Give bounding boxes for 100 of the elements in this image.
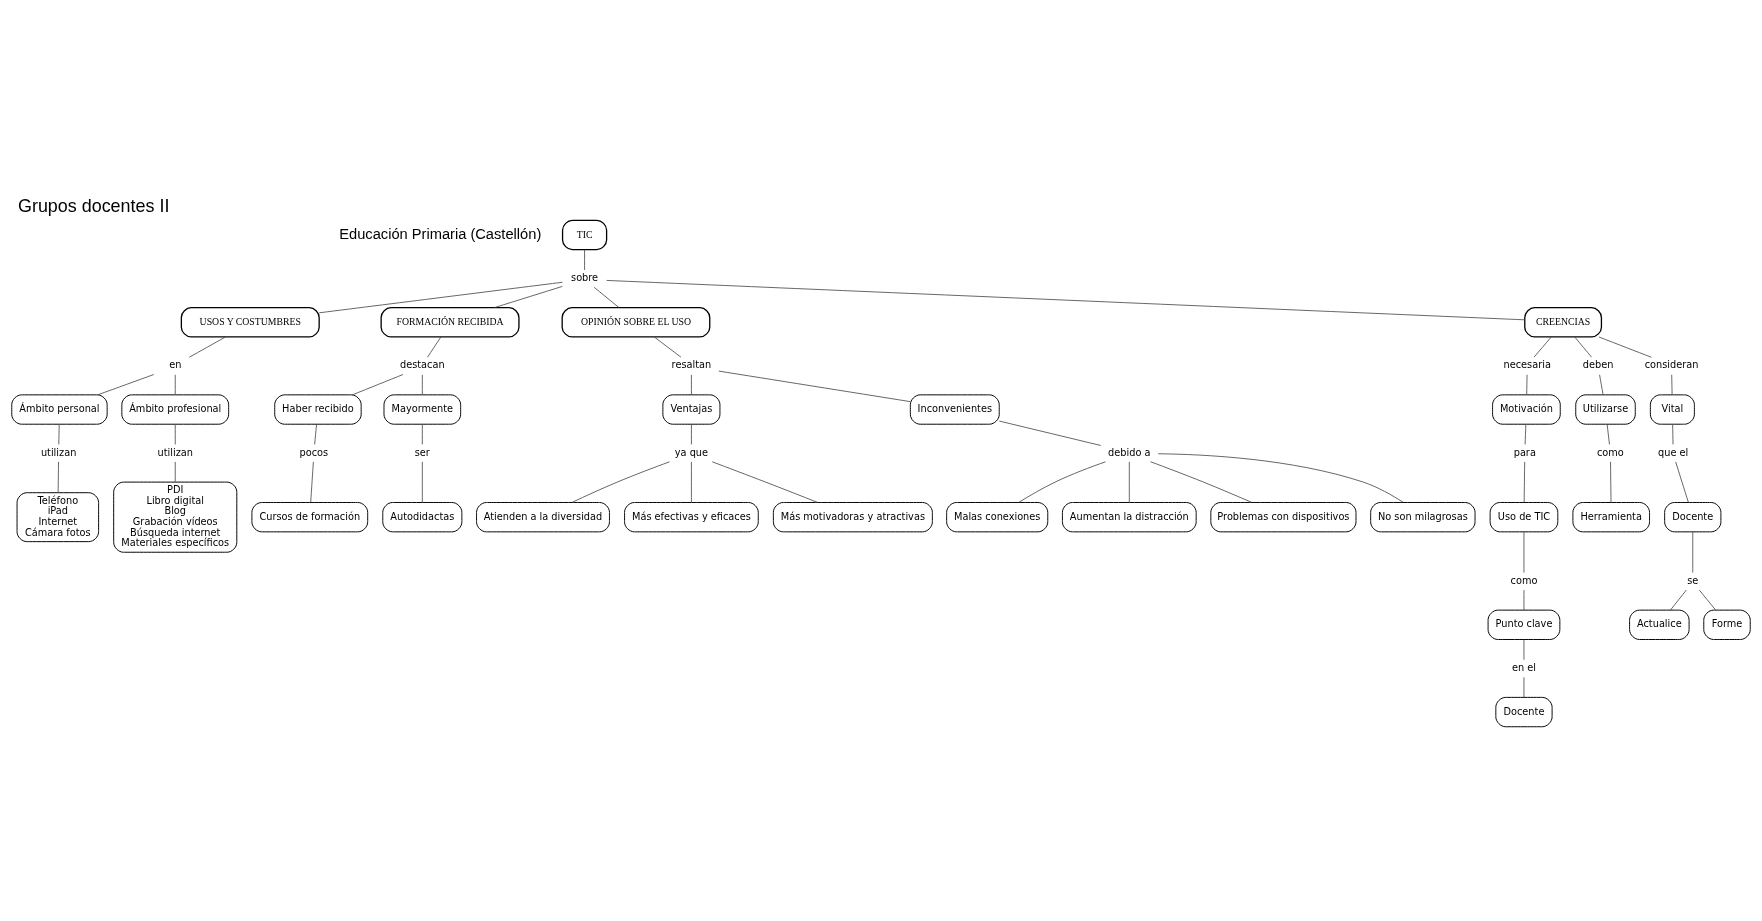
connector	[1533, 336, 1552, 358]
node-box: Inconvenientes	[909, 394, 1000, 425]
node-box: Vital	[1649, 394, 1695, 425]
connector	[1574, 336, 1592, 358]
connector	[494, 286, 563, 308]
connector	[1670, 589, 1687, 611]
node-box: Utilizarse	[1575, 394, 1636, 425]
connector	[174, 461, 176, 483]
node-text: en el	[1511, 661, 1536, 673]
node-box: Atienden a la diversidad	[476, 502, 610, 533]
connector	[174, 374, 176, 396]
connector	[1150, 461, 1253, 503]
label: Educación Primaria (Castellón)	[339, 225, 542, 242]
node-box: Actualice	[1629, 609, 1690, 640]
node-box: Ámbito profesional	[121, 394, 230, 425]
node-box: OPINIÓN SOBRE EL USO	[561, 306, 711, 338]
connector	[691, 374, 692, 396]
connector	[584, 249, 585, 271]
node-text: se	[1687, 574, 1699, 586]
connector	[421, 374, 423, 396]
connector	[188, 336, 226, 358]
node-box: FORMACIÓN RECIBIDA	[380, 306, 520, 338]
connector	[606, 280, 1526, 321]
connector	[1698, 589, 1716, 611]
connector	[718, 370, 911, 402]
node-box: CREENCIAS	[1524, 306, 1603, 338]
connector	[571, 461, 670, 503]
node-box: Mayormente	[383, 394, 462, 425]
node-box: Uso de TIC	[1489, 502, 1559, 533]
node-text: debido a	[1108, 446, 1151, 458]
connector	[593, 286, 620, 308]
connector	[1523, 676, 1525, 698]
connector	[1128, 461, 1130, 503]
node-box: Más efectivas y eficaces	[624, 502, 759, 533]
connector	[421, 461, 423, 503]
node-box: Docente	[1664, 502, 1722, 533]
node-box: Haber recibido	[274, 394, 362, 425]
connector	[421, 423, 423, 445]
node-box: Punto clave	[1487, 609, 1561, 640]
connector	[310, 461, 314, 503]
node-text: sobre	[571, 272, 599, 284]
node-text: pocos	[299, 446, 329, 458]
node-text: utilizan	[157, 446, 193, 458]
node-text: utilizan	[40, 446, 77, 458]
connector	[174, 423, 176, 445]
connector	[1675, 461, 1689, 503]
node-text: deben	[1582, 359, 1614, 371]
node-text: ya que	[674, 446, 709, 458]
node-box: Forme	[1703, 609, 1751, 640]
node-text: resaltan	[671, 359, 712, 371]
node-box: Más motivadoras y atractivas	[772, 502, 933, 533]
connector	[427, 336, 442, 358]
node-box: Motivación	[1492, 394, 1561, 425]
node-box: Autodidactas	[382, 502, 463, 533]
node-box: Docente	[1495, 696, 1553, 728]
connector	[57, 461, 59, 494]
connector	[318, 281, 563, 314]
node-box: Problemas con dispositivos	[1210, 502, 1357, 533]
node-box: Aumentan la distracción	[1061, 502, 1197, 533]
node-box: PDI Libro digital Blog Grabación vídeos Búsqueda internet Materiales específicos	[113, 481, 238, 553]
node-text: en	[169, 359, 182, 371]
connector	[352, 374, 404, 396]
connector	[58, 423, 60, 445]
node-box: TIC	[561, 219, 608, 251]
connector	[691, 461, 692, 503]
connector	[1157, 453, 1404, 503]
connector	[654, 336, 682, 358]
node-box: Ámbito personal	[11, 394, 108, 425]
node-text: ser	[414, 446, 430, 458]
node-text: como	[1510, 574, 1538, 586]
node-text: para	[1513, 446, 1536, 458]
connector	[1524, 423, 1527, 445]
connector	[1523, 639, 1525, 661]
node-text: como	[1596, 446, 1624, 458]
node-box: No son milagrosas	[1370, 502, 1476, 533]
connector	[314, 423, 317, 445]
connector	[998, 420, 1102, 446]
node-text: necesaria	[1503, 359, 1551, 371]
connector	[1598, 336, 1652, 358]
node-text: consideran	[1644, 359, 1699, 371]
node-text: destacan	[399, 359, 445, 371]
connector	[97, 374, 155, 396]
connector	[1599, 374, 1604, 396]
connector	[1692, 531, 1694, 573]
connector	[1526, 374, 1528, 396]
diagram-title: Grupos docentes II	[17, 195, 170, 216]
connector	[1671, 374, 1673, 396]
node-text: que el	[1658, 446, 1689, 458]
connector	[1523, 531, 1525, 573]
connector	[1523, 461, 1526, 503]
node-box: Cursos de formación	[251, 502, 369, 533]
connector	[1610, 461, 1612, 503]
connector	[1018, 461, 1106, 503]
connector	[1606, 423, 1610, 445]
node-box: Teléfono iPad Internet Cámara fotos	[16, 492, 100, 543]
node-box: Herramienta	[1572, 502, 1651, 533]
connector	[711, 461, 819, 503]
connector	[1672, 423, 1674, 445]
connector	[1523, 589, 1525, 611]
node-box: USOS Y COSTUMBRES	[180, 306, 320, 338]
